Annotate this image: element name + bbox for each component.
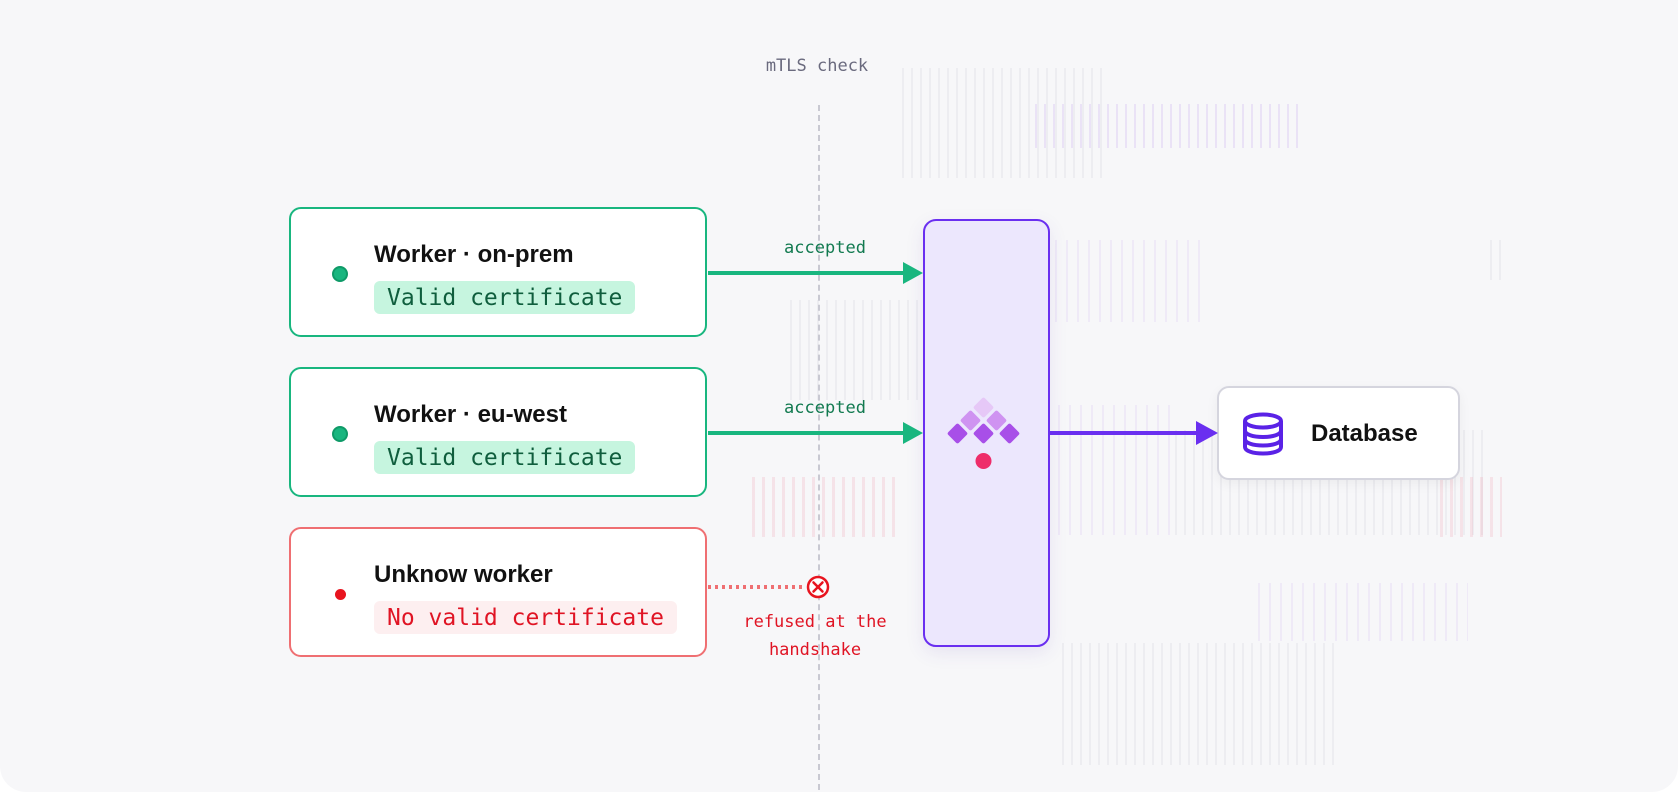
background-stripes bbox=[1058, 405, 1173, 535]
database-node: Database bbox=[1217, 386, 1460, 480]
diamond-logo-icon bbox=[947, 397, 1020, 469]
logo-dot bbox=[975, 453, 992, 469]
logo-diamond bbox=[947, 423, 968, 444]
background-stripes bbox=[902, 68, 1102, 178]
background-stripes bbox=[1035, 104, 1300, 148]
certificate-badge: No valid certificate bbox=[374, 601, 677, 634]
mtls-proxy bbox=[923, 219, 1050, 647]
background-stripes bbox=[1490, 240, 1506, 280]
background-stripes bbox=[790, 300, 925, 400]
background-stripes bbox=[752, 477, 902, 537]
status-dot-valid bbox=[332, 266, 348, 282]
database-icon bbox=[1243, 412, 1283, 456]
logo-diamond bbox=[973, 423, 994, 444]
refused-label-line: refused at the bbox=[743, 612, 887, 632]
mtls-check-divider bbox=[818, 105, 820, 790]
arrowhead-database bbox=[1196, 421, 1218, 445]
edge-label-refused: refused at the handshake bbox=[730, 608, 900, 664]
edge-label-accepted: accepted bbox=[784, 238, 866, 258]
refused-label-line: handshake bbox=[768, 640, 862, 660]
worker-name: Worker · on-prem bbox=[374, 241, 574, 268]
worker-name: Worker · eu-west bbox=[374, 401, 567, 428]
arrowhead-accepted bbox=[903, 422, 923, 444]
background-stripes bbox=[1258, 583, 1468, 641]
logo-diamond bbox=[999, 423, 1020, 444]
background-stripes bbox=[1440, 477, 1502, 537]
database-label: Database bbox=[1311, 420, 1418, 447]
worker-card-on-prem: Worker · on-prem Valid certificate bbox=[289, 207, 707, 337]
status-dot-valid bbox=[332, 426, 348, 442]
background-stripes bbox=[1062, 643, 1337, 765]
worker-card-unknown: Unknow worker No valid certificate bbox=[289, 527, 707, 657]
arrowhead-accepted bbox=[903, 262, 923, 284]
mtls-check-label: mTLS check bbox=[765, 56, 869, 76]
refused-x-stroke bbox=[812, 581, 824, 593]
edge-label-accepted: accepted bbox=[784, 398, 866, 418]
worker-card-eu-west: Worker · eu-west Valid certificate bbox=[289, 367, 707, 497]
worker-name: Unknow worker bbox=[374, 561, 553, 588]
background-stripes bbox=[1055, 240, 1205, 322]
logo-diamond bbox=[986, 410, 1007, 431]
status-dot-invalid bbox=[335, 589, 346, 600]
logo-diamond bbox=[960, 410, 981, 431]
certificate-badge: Valid certificate bbox=[374, 281, 636, 314]
certificate-badge: Valid certificate bbox=[374, 441, 636, 474]
logo-diamond bbox=[973, 397, 994, 418]
